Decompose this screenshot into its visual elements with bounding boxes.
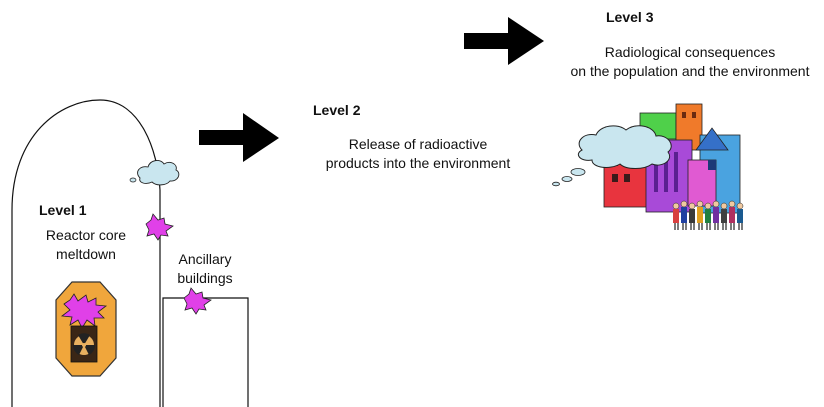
level1-line1: Reactor core xyxy=(45,227,127,243)
level2-description: Release of radioactive products into the… xyxy=(312,135,524,173)
crowd-icon xyxy=(672,200,744,230)
arrow-icon xyxy=(464,17,544,65)
level3-description: Radiological consequences on the populat… xyxy=(556,43,824,81)
ancillary-building-outline xyxy=(162,297,249,407)
ancillary-line2: buildings xyxy=(177,270,233,286)
containment-building-outline xyxy=(11,99,161,407)
level1-description: Reactor core meltdown xyxy=(20,226,152,264)
reactor-icon xyxy=(55,281,117,377)
level3-line1: Radiological consequences xyxy=(604,44,776,60)
explosion-icon xyxy=(145,213,174,241)
level3-title: Level 3 xyxy=(606,9,654,25)
level1-title: Level 1 xyxy=(39,202,87,218)
ancillary-label: Ancillary buildings xyxy=(155,250,255,288)
level3-line2: on the population and the environment xyxy=(570,63,810,79)
ancillary-line1: Ancillary xyxy=(178,251,232,267)
explosion-icon xyxy=(183,287,212,315)
cloud-icon xyxy=(552,125,672,187)
level2-title: Level 2 xyxy=(313,102,361,118)
level2-line1: Release of radioactive xyxy=(348,136,488,152)
level2-line2: products into the environment xyxy=(325,155,511,171)
level1-line2: meltdown xyxy=(56,246,116,262)
radiation-icon xyxy=(72,333,96,355)
arrow-icon xyxy=(199,113,279,162)
cloud-icon xyxy=(129,160,180,186)
